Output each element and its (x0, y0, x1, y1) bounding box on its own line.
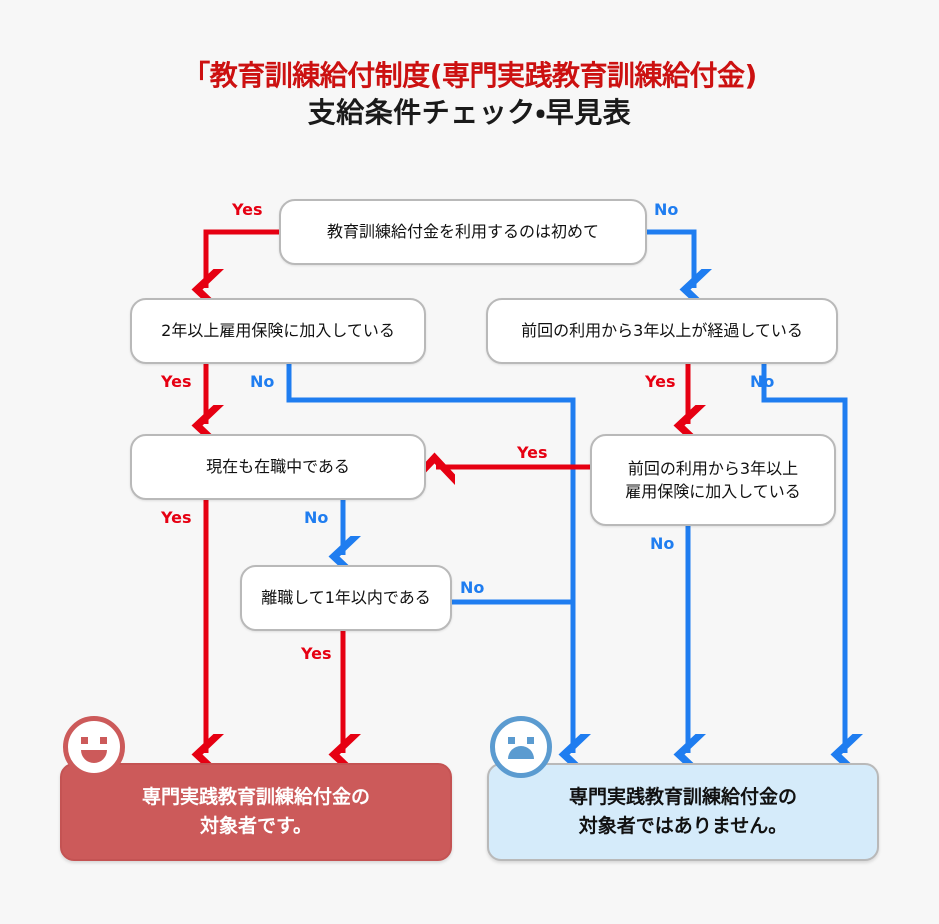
edge-label-still-employed-yes: Yes (161, 508, 192, 527)
sad-face-icon (490, 716, 552, 778)
edge-two-years-no (286, 364, 591, 776)
node-within-one-year[interactable]: 離職して1年以内である (240, 565, 452, 631)
page-title-line-1: 「教育訓練給付制度(専門実践教育訓練給付金) (182, 59, 757, 92)
edge-three-years-no (761, 364, 863, 776)
edge-label-within-one-year-no: No (460, 578, 485, 597)
result-not-eligible-line-1: 専門実践教育訓練給付金の (568, 785, 797, 808)
node-still-employed-label: 現在も在職中である (206, 457, 350, 477)
edge-label-three-years-insured-no: No (650, 534, 675, 553)
happy-face-icon (63, 716, 125, 778)
edge-label-first-time-no: No (654, 200, 679, 219)
node-three-years-insured-label-line-1: 前回の利用から3年以上 (627, 458, 799, 478)
node-three-years-insured[interactable]: 前回の利用から3年以上 雇用保険に加入している (590, 434, 836, 526)
node-three-years-insured-label-line-2: 雇用保険に加入している (625, 482, 801, 501)
page-title: 「教育訓練給付制度(専門実践教育訓練給付金) 支給条件チェック・早見表 (0, 58, 939, 132)
edge-label-three-years-yes: Yes (645, 372, 676, 391)
edge-label-first-time-yes: Yes (232, 200, 263, 219)
result-not-eligible[interactable]: 専門実践教育訓練給付金の 対象者ではありません。 (487, 763, 879, 861)
node-still-employed[interactable]: 現在も在職中である (130, 434, 426, 500)
result-not-eligible-line-2: 対象者ではありません。 (578, 815, 788, 837)
edge-first-time-yes (191, 229, 279, 311)
result-eligible-line-1: 専門実践教育訓練給付金の (141, 785, 370, 808)
edge-label-still-employed-no: No (304, 508, 329, 527)
node-first-time[interactable]: 教育訓練給付金を利用するのは初めて (279, 199, 647, 265)
edge-label-three-years-insured-yes: Yes (517, 443, 548, 462)
node-three-years-elapsed-label: 前回の利用から3年以上が経過している (521, 321, 803, 341)
node-three-years-elapsed[interactable]: 前回の利用から3年以上が経過している (486, 298, 838, 364)
node-first-time-label: 教育訓練給付金を利用するのは初めて (326, 222, 599, 242)
edge-label-within-one-year-yes: Yes (301, 644, 332, 663)
edge-label-two-years-no: No (250, 372, 275, 391)
edge-label-two-years-yes: Yes (161, 372, 192, 391)
result-eligible-line-2: 対象者です。 (199, 815, 313, 837)
node-two-years-insured-label: 2年以上雇用保険に加入している (161, 321, 395, 341)
node-within-one-year-label: 離職して1年以内である (261, 588, 431, 608)
node-two-years-insured[interactable]: 2年以上雇用保険に加入している (130, 298, 426, 364)
edge-first-time-no (647, 229, 712, 311)
edge-label-three-years-no: No (750, 372, 775, 391)
result-eligible[interactable]: 専門実践教育訓練給付金の 対象者です。 (60, 763, 452, 861)
page-title-line-2: 支給条件チェック・早見表 (307, 95, 632, 129)
